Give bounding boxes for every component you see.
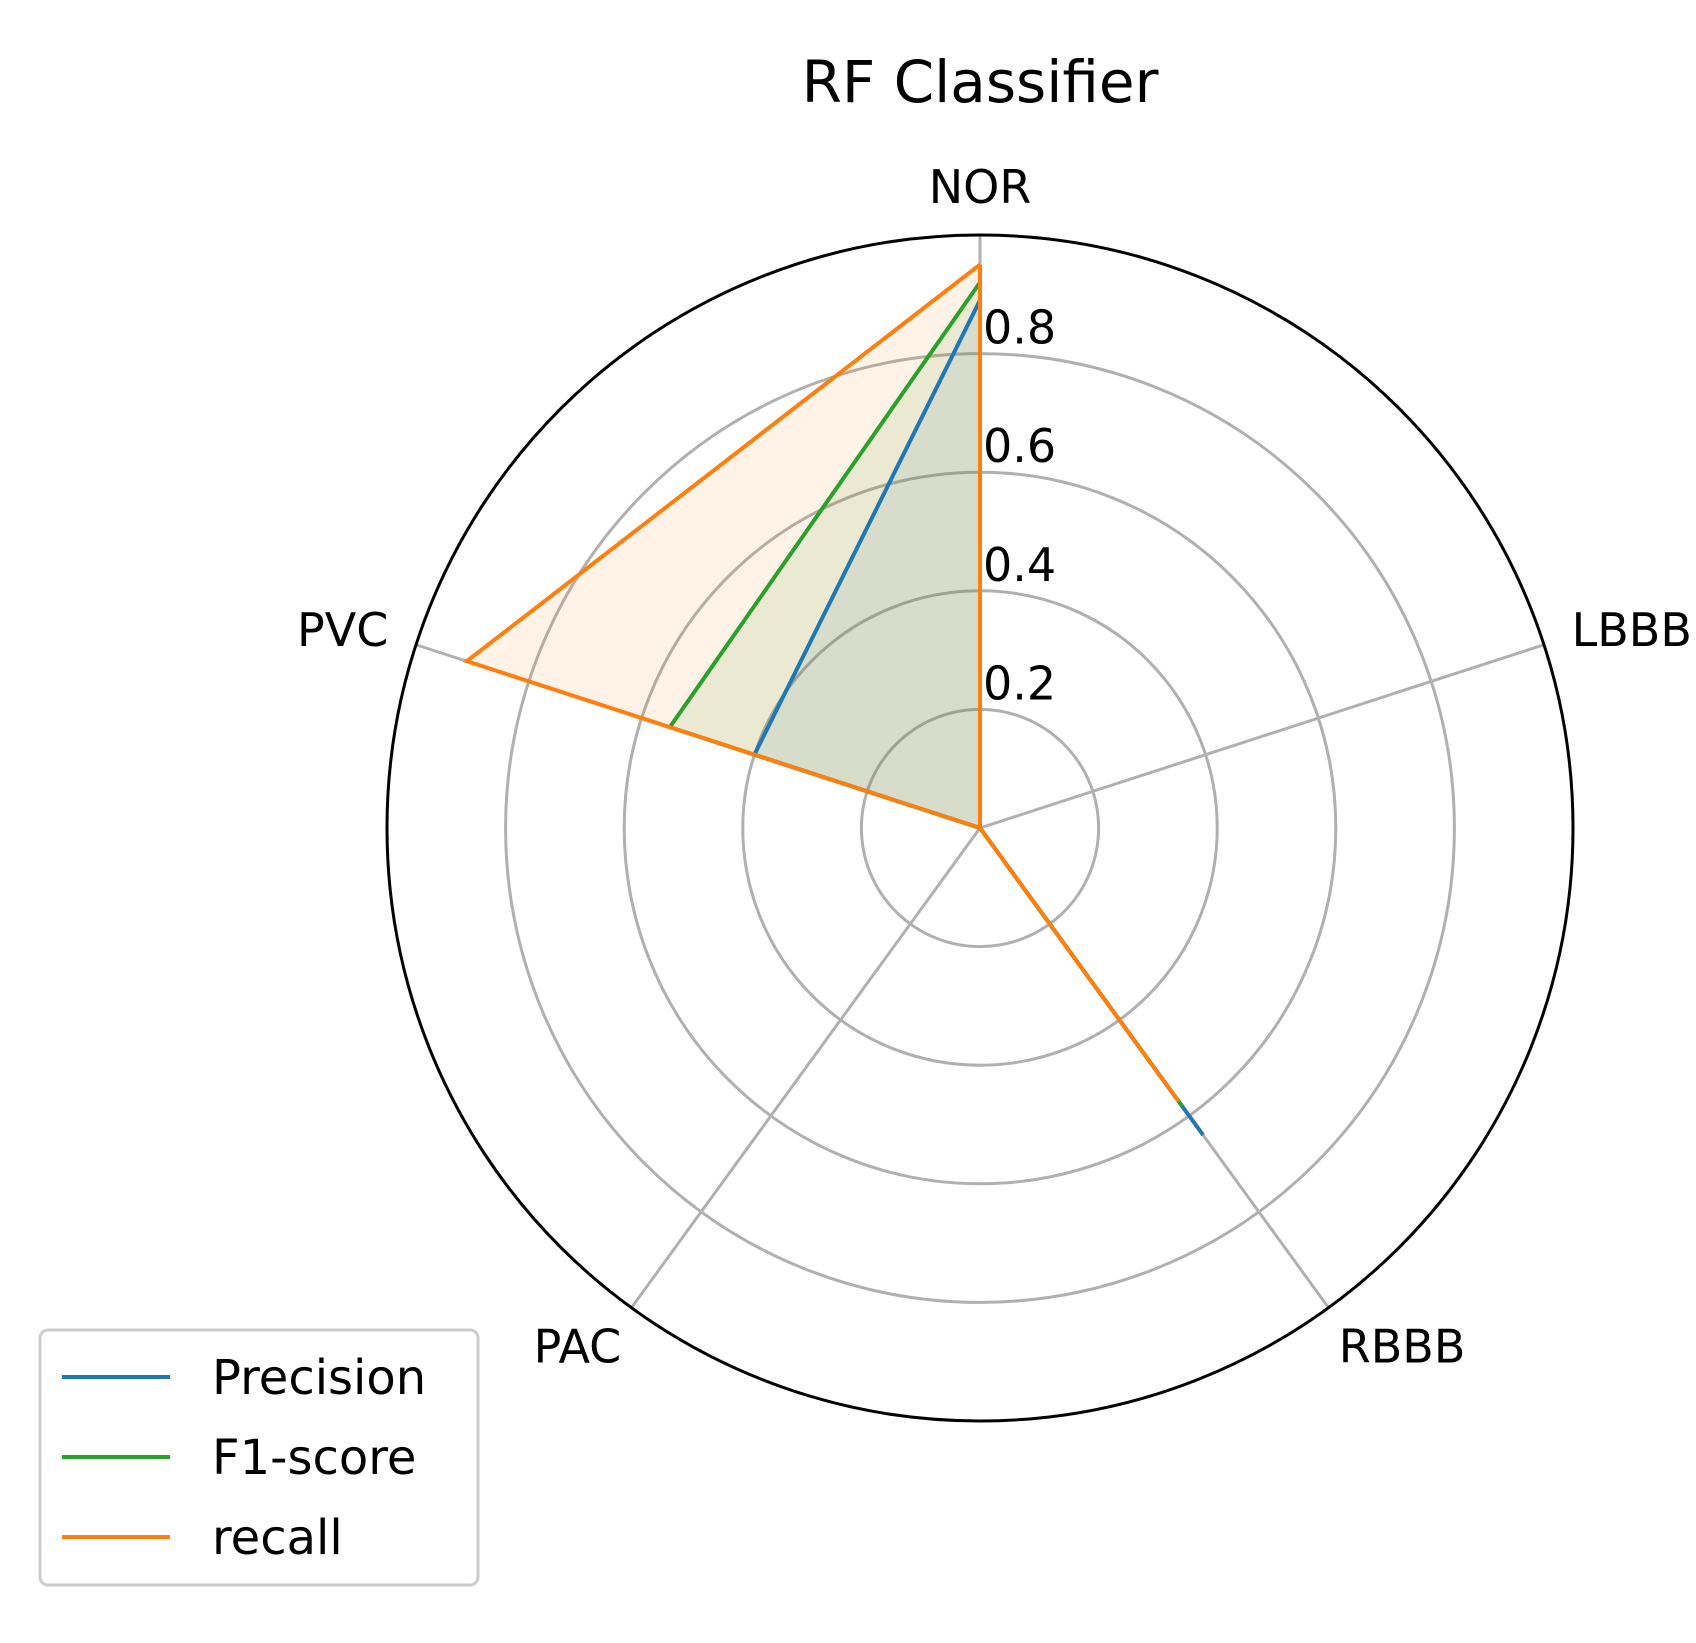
tick-layer: 0.2 0.4 0.6 0.8 [983, 301, 1056, 711]
spoke-gridline [979, 643, 1545, 830]
series-layer [462, 263, 1205, 1137]
category-label-rbbb: RBBB [1339, 1320, 1466, 1374]
legend-label: F1-score [212, 1430, 416, 1486]
series-fill-recall [466, 264, 1179, 1102]
series-fill-f1-score [669, 282, 1183, 1107]
spoke-gridline [630, 827, 982, 1309]
category-label-pvc: PVC [297, 603, 388, 657]
category-label-lbbb: LBBB [1572, 603, 1692, 657]
radial-tick-label: 0.2 [983, 656, 1056, 710]
radial-tick-label: 0.6 [983, 419, 1056, 473]
category-label-nor: NOR [929, 160, 1032, 214]
radial-tick-label: 0.8 [983, 301, 1056, 355]
category-label-pac: PAC [534, 1320, 622, 1374]
legend-frame [38, 1328, 480, 1587]
legend-label: Precision [212, 1350, 426, 1406]
series-line-recall [462, 263, 1181, 1103]
polar-frame [385, 233, 1575, 1423]
radial-tick-label: 0.4 [983, 538, 1056, 592]
chart-title: RF Classifier [802, 48, 1159, 116]
legend-label: recall [212, 1510, 343, 1566]
category-label-layer: NOR LBBB RBBB PAC PVC [297, 160, 1692, 1374]
